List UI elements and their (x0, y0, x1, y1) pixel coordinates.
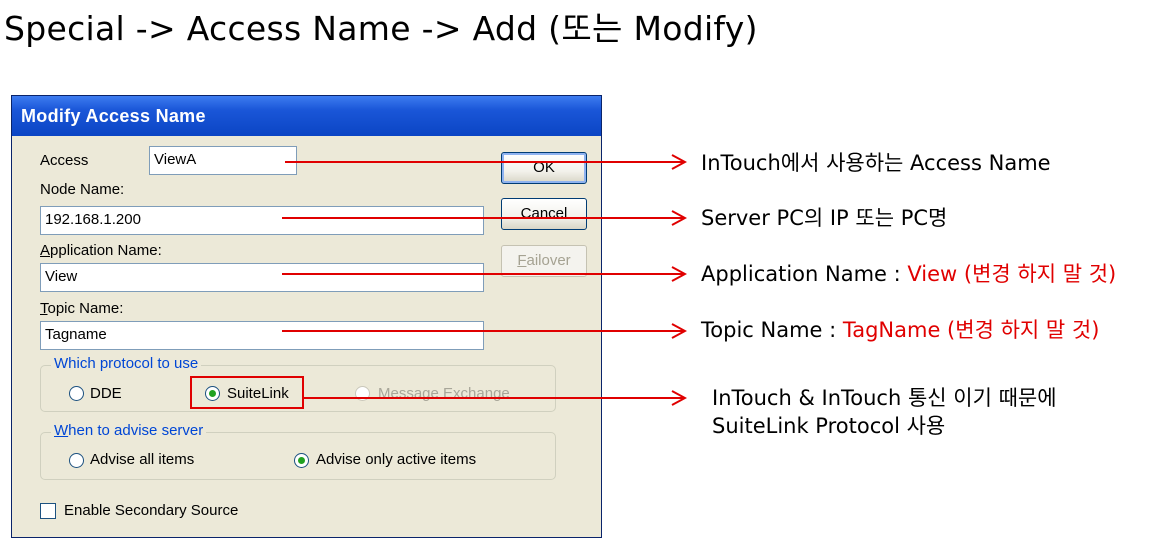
failover-label: ailover (526, 252, 571, 269)
enable-secondary-label: Enable Secondary Source (64, 502, 239, 519)
message-exchange-radio[interactable] (355, 386, 370, 401)
advise-active-label: Advise only active items (316, 451, 477, 468)
advise-group-title: When to advise server (51, 422, 207, 439)
advise-active-radio[interactable] (294, 453, 309, 468)
enable-secondary-checkbox[interactable] (40, 503, 56, 519)
topic-annotation: Topic Name : TagName (변경 하지 말 것) (701, 316, 1099, 344)
message-exchange-label: Message Exchange (378, 385, 510, 402)
advise-group-title-text: hen to advise server (68, 422, 204, 439)
dialog-title: Modify Access Name (12, 96, 601, 136)
suitelink-label: SuiteLink (227, 385, 289, 402)
suitelink-highlight (190, 376, 304, 409)
topic-name-label: Topic Name: (40, 300, 123, 317)
suitelink-annotation-line2: SuiteLink Protocol 사용 (712, 414, 946, 438)
access-label: Access (40, 152, 89, 169)
application-name-field[interactable]: View (40, 263, 484, 292)
advise-group-mnemonic: W (54, 422, 69, 439)
topic-name-mnemonic: T (40, 300, 48, 317)
dde-label: DDE (90, 385, 122, 402)
suitelink-annotation-line1: InTouch & InTouch 통신 이기 때문에 (712, 386, 1057, 410)
modify-access-name-dialog: Modify Access Name Access ViewA Node Nam… (11, 95, 602, 538)
page-heading: Special -> Access Name -> Add (또는 Modify… (4, 9, 758, 48)
advise-all-label: Advise all items (90, 451, 195, 468)
application-annotation: Application Name : View (변경 하지 말 것) (701, 260, 1116, 288)
application-annotation-prefix: Application Name : (701, 262, 908, 286)
topic-annotation-prefix: Topic Name : (701, 318, 843, 342)
protocol-group: Which protocol to use (40, 355, 556, 412)
failover-mnemonic: F (517, 252, 527, 269)
access-field[interactable]: ViewA (149, 146, 297, 175)
application-annotation-note: View (변경 하지 말 것) (907, 262, 1117, 286)
topic-name-label-text: opic Name: (47, 300, 124, 317)
dde-radio[interactable] (69, 386, 84, 401)
ok-button[interactable]: OK (501, 152, 587, 184)
access-annotation: InTouch에서 사용하는 Access Name (701, 151, 1051, 175)
topic-annotation-note: TagName (변경 하지 말 것) (842, 318, 1100, 342)
node-name-field[interactable]: 192.168.1.200 (40, 206, 484, 235)
cancel-button[interactable]: Cancel (501, 198, 587, 230)
suitelink-radio[interactable] (205, 386, 220, 401)
server-annotation: Server PC의 IP 또는 PC명 (701, 206, 948, 230)
application-name-mnemonic: A (40, 242, 51, 259)
advise-group: When to advise server (40, 422, 556, 480)
advise-all-radio[interactable] (69, 453, 84, 468)
protocol-group-title: Which protocol to use (51, 355, 202, 372)
application-name-label-text: pplication Name: (50, 242, 162, 259)
topic-name-field[interactable]: Tagname (40, 321, 484, 350)
application-name-label: Application Name: (40, 242, 162, 259)
failover-button[interactable]: Failover (501, 245, 587, 277)
node-name-label: Node Name: (40, 181, 125, 198)
